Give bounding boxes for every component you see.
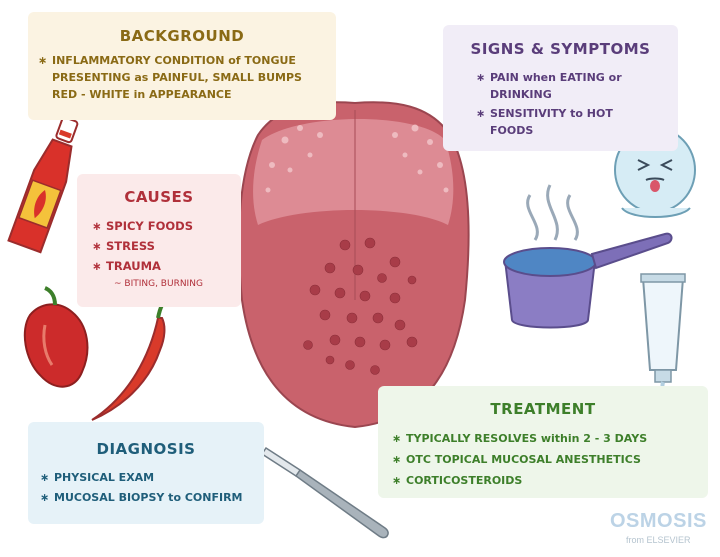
background-list: ∗ INFLAMMATORY CONDITION of TONGUE PRESE…: [38, 54, 302, 101]
signs-symptoms-title: SIGNS & SYMPTOMS: [470, 40, 651, 58]
signs-item-4: FOODS: [490, 123, 534, 137]
background-item-2: PRESENTING as PAINFUL, SMALL BUMPS: [52, 71, 302, 84]
causes-list: ∗SPICY FOODS ∗STRESS ∗TRAUMA ~ BITING, B…: [92, 216, 238, 292]
hot-sauce-bottle-icon: [7, 116, 79, 254]
causes-subitem: ~ BITING, BURNING: [114, 279, 203, 289]
signs-item-3: SENSITIVITY to HOT: [490, 107, 613, 120]
background-item-1: INFLAMMATORY CONDITION of TONGUE: [52, 54, 296, 67]
signs-item-1: PAIN when EATING or: [490, 71, 622, 84]
signs-symptoms-list: ∗ PAIN when EATING or DRINKING ∗ SENSITI…: [476, 71, 622, 137]
treatment-item-otc: OTC TOPICAL MUCOSAL ANESTHETICS: [406, 453, 641, 466]
diagnosis-list: ∗PHYSICAL EXAM ∗MUCOSAL BIOPSY to CONFIR…: [40, 471, 243, 504]
signs-symptoms-box: [443, 25, 678, 151]
background-box: [28, 12, 336, 120]
osmosis-logo-text: OSMOSIS: [610, 510, 707, 532]
habanero-pepper-icon: [23, 286, 89, 388]
causes-item-trauma: TRAUMA: [106, 259, 161, 273]
diagnosis-box: [28, 422, 264, 524]
diagnosis-item-exam: PHYSICAL EXAM: [54, 471, 155, 484]
osmosis-logo: OSMOSIS from ELSEVIER: [610, 510, 716, 552]
ointment-tube-icon: [640, 273, 686, 406]
treatment-title: TREATMENT: [490, 400, 596, 418]
background-item-3: RED - WHITE in APPEARANCE: [52, 88, 232, 101]
steaming-pot-icon: [503, 184, 673, 329]
treatment-box: [378, 386, 708, 498]
treatment-item-resolves: TYPICALLY RESOLVES within 2 - 3 DAYS: [406, 432, 648, 445]
causes-item-spicy: SPICY FOODS: [106, 219, 193, 233]
treatment-list: ∗TYPICALLY RESOLVES within 2 - 3 DAYS ∗O…: [392, 432, 648, 487]
causes-box: [77, 174, 241, 307]
diagnosis-title: DIAGNOSIS: [96, 440, 196, 458]
osmosis-logo-sub: from ELSEVIER: [626, 535, 691, 545]
causes-title: CAUSES: [124, 188, 194, 206]
causes-item-stress: STRESS: [106, 239, 155, 253]
ulcer-bumps: [303, 237, 418, 375]
chili-pepper-icon: [91, 294, 172, 421]
tongue-illustration: [237, 101, 470, 429]
signs-item-2: DRINKING: [490, 87, 552, 101]
background-title: BACKGROUND: [119, 27, 245, 45]
scalpel-icon: [260, 446, 389, 539]
diagnosis-item-biopsy: MUCOSAL BIOPSY to CONFIRM: [54, 491, 243, 504]
treatment-item-corticosteroids: CORTICOSTEROIDS: [406, 474, 523, 487]
